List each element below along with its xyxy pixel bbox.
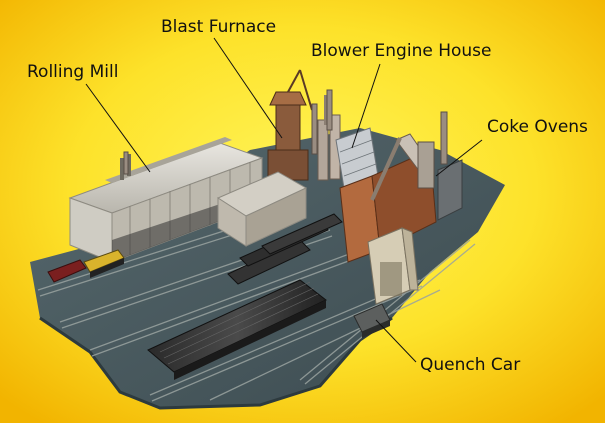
label-rolling-mill: Rolling Mill — [27, 62, 119, 82]
leader-lines — [85, 37, 483, 363]
quench-car-model — [353, 303, 391, 338]
label-blast-furnace: Blast Furnace — [161, 17, 277, 37]
leader-coke-ovens — [435, 139, 483, 177]
locomotives — [47, 249, 125, 283]
layout-base-edge — [39, 316, 393, 410]
stock-house — [216, 171, 308, 247]
ore-cars — [227, 213, 343, 285]
leader-blast-furnace — [213, 37, 283, 139]
label-blower-engine-house: Blower Engine House — [311, 41, 492, 61]
slab-cars — [147, 279, 327, 380]
stacks — [123, 89, 448, 175]
leader-quench-car — [375, 319, 417, 363]
leader-rolling-mill — [85, 83, 151, 173]
quench-tower — [367, 227, 419, 305]
leader-blower-engine-house — [351, 63, 381, 149]
label-coke-ovens: Coke Ovens — [487, 117, 588, 137]
label-quench-car: Quench Car — [420, 355, 521, 375]
coke-ovens — [339, 133, 463, 263]
railroad-tracks — [37, 209, 476, 402]
